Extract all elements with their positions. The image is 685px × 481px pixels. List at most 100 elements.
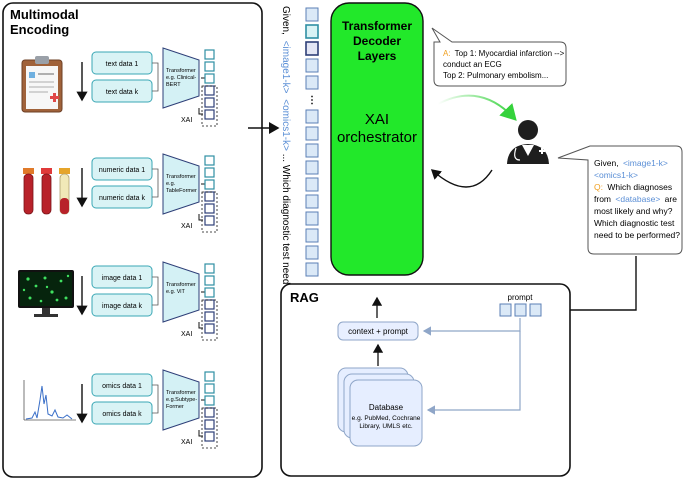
- query-token: [305, 228, 319, 243]
- transformer-encoder: [162, 47, 200, 109]
- output-token: [204, 167, 215, 178]
- xai-label: XAI: [181, 223, 192, 230]
- orchestrator-line1: XAI: [365, 111, 389, 128]
- prompt-tokens: [499, 303, 542, 317]
- context-prompt-box: [337, 321, 419, 341]
- data-label-last: omics data k: [102, 411, 142, 418]
- row-bracket: [152, 62, 159, 92]
- decoder-title-line1: Transformer: [342, 19, 412, 33]
- output-token: [204, 73, 215, 84]
- output-token: [204, 263, 215, 274]
- token-column: ⋮: [305, 7, 319, 277]
- row-bracket: [152, 168, 159, 198]
- qb-given: Given,: [594, 158, 619, 168]
- query-token: [305, 160, 319, 175]
- transformer-encoder: [162, 369, 200, 431]
- query-token: [305, 7, 319, 22]
- query-token: [305, 41, 319, 56]
- output-token: [204, 49, 215, 60]
- qb-line5: need to be performed?: [594, 230, 680, 240]
- qb-line4: Which diagnostic test: [594, 218, 675, 228]
- omics-spectrum-icon: [23, 380, 76, 421]
- qb-database-token: <database>: [615, 194, 660, 204]
- xai-dashed-group: [201, 299, 218, 341]
- microscopy-monitor-icon: [18, 270, 74, 317]
- database-line1: e.g. PubMed, Cochrane: [352, 415, 421, 422]
- rag-title: RAG: [290, 290, 319, 305]
- encoder-line1: Transformer: [166, 68, 196, 74]
- encoder-line1: Transformer: [166, 282, 196, 288]
- blood-tubes-icon: [23, 168, 70, 215]
- query-text: Given, <image1-k> <omics1-k> ... Which d…: [280, 6, 291, 364]
- xai-dashed-group: [201, 191, 218, 233]
- output-arc-arrow: [437, 94, 517, 121]
- clipboard-icon: [21, 56, 63, 113]
- encoder-line2: e.g.Subtype-: [166, 397, 197, 403]
- answer-line3: Top 2: Pulmonary embolism...: [443, 71, 548, 80]
- output-token: [204, 109, 215, 120]
- encoder-line2: e.g. ViT: [166, 289, 185, 295]
- svg-text:from <database> ar: from <database> are: [594, 194, 677, 204]
- svg-text:Given, <image1-k>: Given, <image1-k>: [594, 158, 668, 168]
- output-token: [204, 85, 215, 96]
- question-to-prompt-arrow: [550, 256, 637, 316]
- output-token: [204, 215, 215, 226]
- query-image-token: <image1-k>: [280, 41, 291, 94]
- xai-dashed-group: [201, 407, 218, 449]
- row-bracket: [152, 384, 159, 414]
- data-label-last: image data k: [102, 303, 143, 310]
- query-given: Given,: [280, 6, 291, 35]
- query-token: [305, 24, 319, 39]
- encoding-panel: [2, 2, 263, 478]
- data-label-last: numeric data k: [99, 195, 145, 202]
- xai-label: XAI: [181, 331, 192, 338]
- qb-image-token: <image1-k>: [623, 158, 668, 168]
- output-token: [204, 61, 215, 72]
- doctor-icon: [507, 120, 549, 164]
- output-token: [204, 395, 215, 406]
- xai-dashed-group: [201, 85, 218, 127]
- transformer-encoder: [162, 261, 200, 323]
- return-arc-arrow: [430, 169, 493, 188]
- output-token: [204, 179, 215, 190]
- encoder-line1: Transformer: [166, 174, 196, 180]
- data-label-first: omics data 1: [102, 383, 142, 390]
- query-token: [305, 143, 319, 158]
- xai-label: XAI: [181, 439, 192, 446]
- output-token: [204, 275, 215, 286]
- output-token: [204, 371, 215, 382]
- encoder-line3: TableFormer: [166, 188, 197, 194]
- query-token: [305, 109, 319, 124]
- decoder-block: [330, 2, 424, 276]
- database-title: Database: [369, 403, 404, 412]
- database-line2: Library, UMLS etc.: [359, 423, 413, 430]
- encoding-title-line2: Encoding: [10, 22, 69, 37]
- context-prompt-label: context + prompt: [348, 327, 409, 336]
- row-bracket: [152, 276, 159, 306]
- transformer-encoder: [162, 153, 200, 215]
- query-question: ... Which diagnostic test need to be per…: [280, 154, 291, 364]
- qb-line1: Which diagnoses: [607, 182, 672, 192]
- database-stack: [337, 367, 423, 447]
- encoder-line2: e.g.: [166, 181, 176, 187]
- output-token: [204, 203, 215, 214]
- query-token: [305, 262, 319, 277]
- output-token: [204, 383, 215, 394]
- data-label-last: text data k: [106, 89, 139, 96]
- prompt-to-database-arrow: [426, 331, 521, 415]
- query-token: [305, 58, 319, 73]
- xai-label: XAI: [181, 117, 192, 124]
- output-token: [204, 97, 215, 108]
- output-token: [204, 323, 215, 334]
- output-token: [204, 419, 215, 430]
- svg-text:Q: Which diagnoses: Q: Which diagnoses: [594, 182, 672, 192]
- question-bubble: Given, <image1-k> <omics1-k> Q: Which di…: [557, 145, 683, 255]
- encoder-line2: e.g. Clinical-: [166, 75, 196, 81]
- output-token: [204, 299, 215, 310]
- qb-from: from: [594, 194, 611, 204]
- answer-marker: A:: [443, 49, 451, 58]
